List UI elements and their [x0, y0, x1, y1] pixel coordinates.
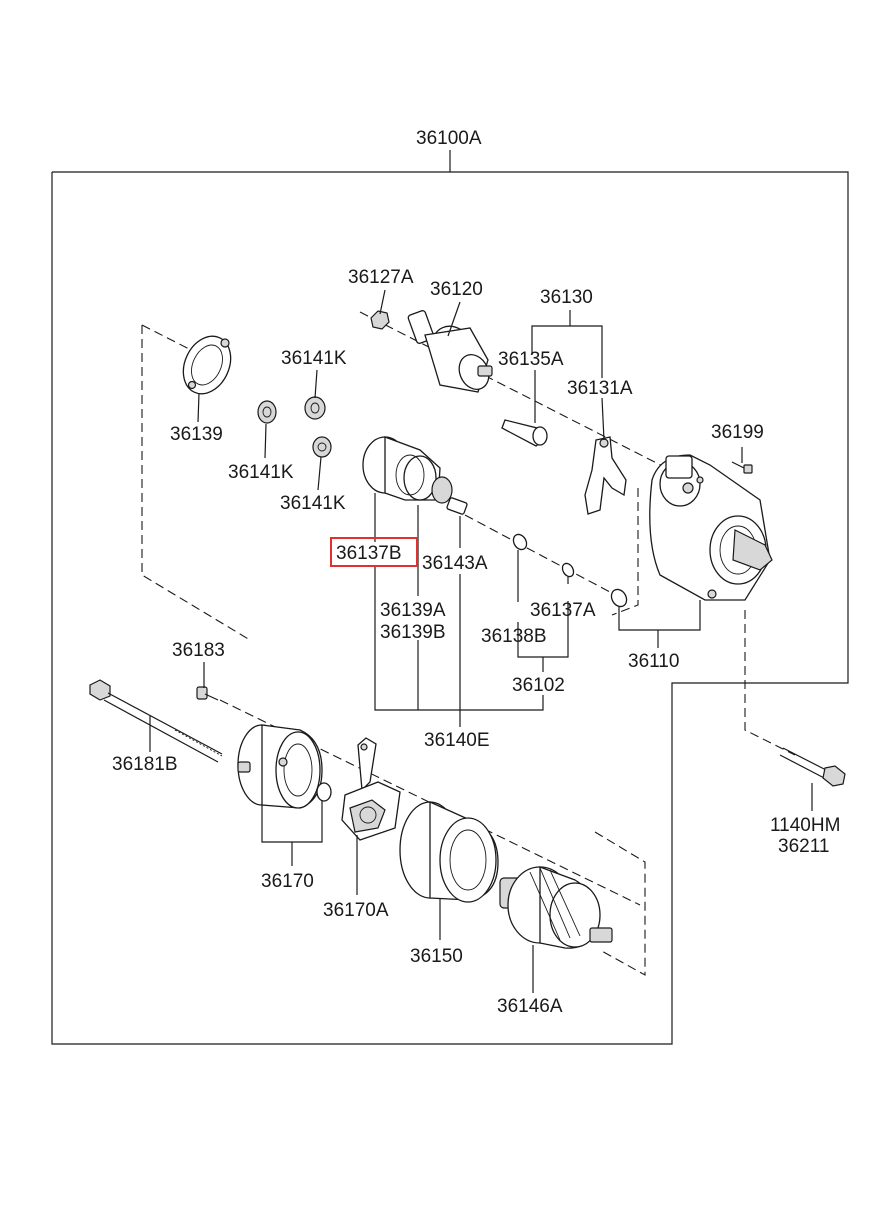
- part-36141K-gear-2: [304, 396, 326, 420]
- label-36100A[interactable]: 36100A: [416, 128, 482, 149]
- label-36143A[interactable]: 36143A: [422, 553, 488, 574]
- guide-drive-axis: [464, 514, 626, 601]
- part-36110-bushing: [610, 588, 628, 608]
- part-1140HM-bolt: [779, 747, 846, 787]
- guide-left-top: [141, 324, 196, 353]
- part-36146A-armature: [499, 866, 613, 949]
- label-36141K-c[interactable]: 36141K: [280, 493, 346, 514]
- label-36139[interactable]: 36139: [170, 424, 223, 445]
- guide-right: [611, 488, 639, 616]
- part-36170-rear-cover: [237, 724, 332, 809]
- part-36141K-gear-3: [312, 436, 332, 458]
- part-36127A-nut: [370, 310, 390, 330]
- part-36138B-ring: [512, 533, 528, 551]
- label-36199[interactable]: 36199: [711, 422, 764, 443]
- part-36137A-ring: [561, 562, 575, 578]
- label-36131A[interactable]: 36131A: [567, 378, 633, 399]
- part-36170A-brush-holder: [341, 737, 401, 841]
- part-36183-screw: [196, 686, 219, 701]
- part-36139-plate: [182, 335, 232, 395]
- label-36181B[interactable]: 36181B: [112, 754, 178, 775]
- label-36139B[interactable]: 36139B: [380, 622, 446, 643]
- highlight-box-36137B: [330, 537, 418, 567]
- guide-armature: [594, 831, 646, 976]
- part-36141K-gear-1: [257, 400, 277, 424]
- label-36183[interactable]: 36183: [172, 640, 225, 661]
- leader-lines: [149, 289, 813, 993]
- assembly-boundary: [51, 171, 849, 1045]
- part-36199-screw: [731, 461, 753, 474]
- label-1140HM[interactable]: 1140HM: [770, 815, 840, 836]
- label-36138B[interactable]: 36138B: [481, 626, 547, 647]
- label-36102[interactable]: 36102: [512, 675, 565, 696]
- part-36110-housing: [649, 454, 773, 601]
- part-36120-solenoid: [407, 310, 493, 393]
- label-36110[interactable]: 36110: [628, 651, 679, 672]
- part-36135A-plunger: [501, 419, 548, 447]
- part-36181B-bolt: [89, 679, 223, 763]
- label-36139A[interactable]: 36139A: [380, 600, 446, 621]
- label-36140E[interactable]: 36140E: [424, 730, 490, 751]
- label-36170A[interactable]: 36170A: [323, 900, 389, 921]
- label-36130[interactable]: 36130: [540, 287, 593, 308]
- label-36141K-b[interactable]: 36141K: [228, 462, 294, 483]
- guide-bolt: [744, 610, 796, 756]
- label-36146A[interactable]: 36146A: [497, 996, 563, 1017]
- guide-solenoid-axis: [359, 311, 691, 481]
- label-36127A[interactable]: 36127A: [348, 267, 414, 288]
- part-36140E-drive-assembly: [362, 436, 468, 515]
- part-36150-yoke: [399, 800, 499, 903]
- label-36120[interactable]: 36120: [430, 279, 483, 300]
- label-36141K-a[interactable]: 36141K: [281, 348, 347, 369]
- label-36137A[interactable]: 36137A: [530, 600, 596, 621]
- label-36137B[interactable]: 36137B: [336, 543, 402, 564]
- label-36211[interactable]: 36211: [778, 836, 829, 857]
- label-36135A[interactable]: 36135A: [498, 349, 564, 370]
- label-36150[interactable]: 36150: [410, 946, 463, 967]
- part-36131A-lever: [584, 436, 627, 515]
- label-36170[interactable]: 36170: [261, 871, 314, 892]
